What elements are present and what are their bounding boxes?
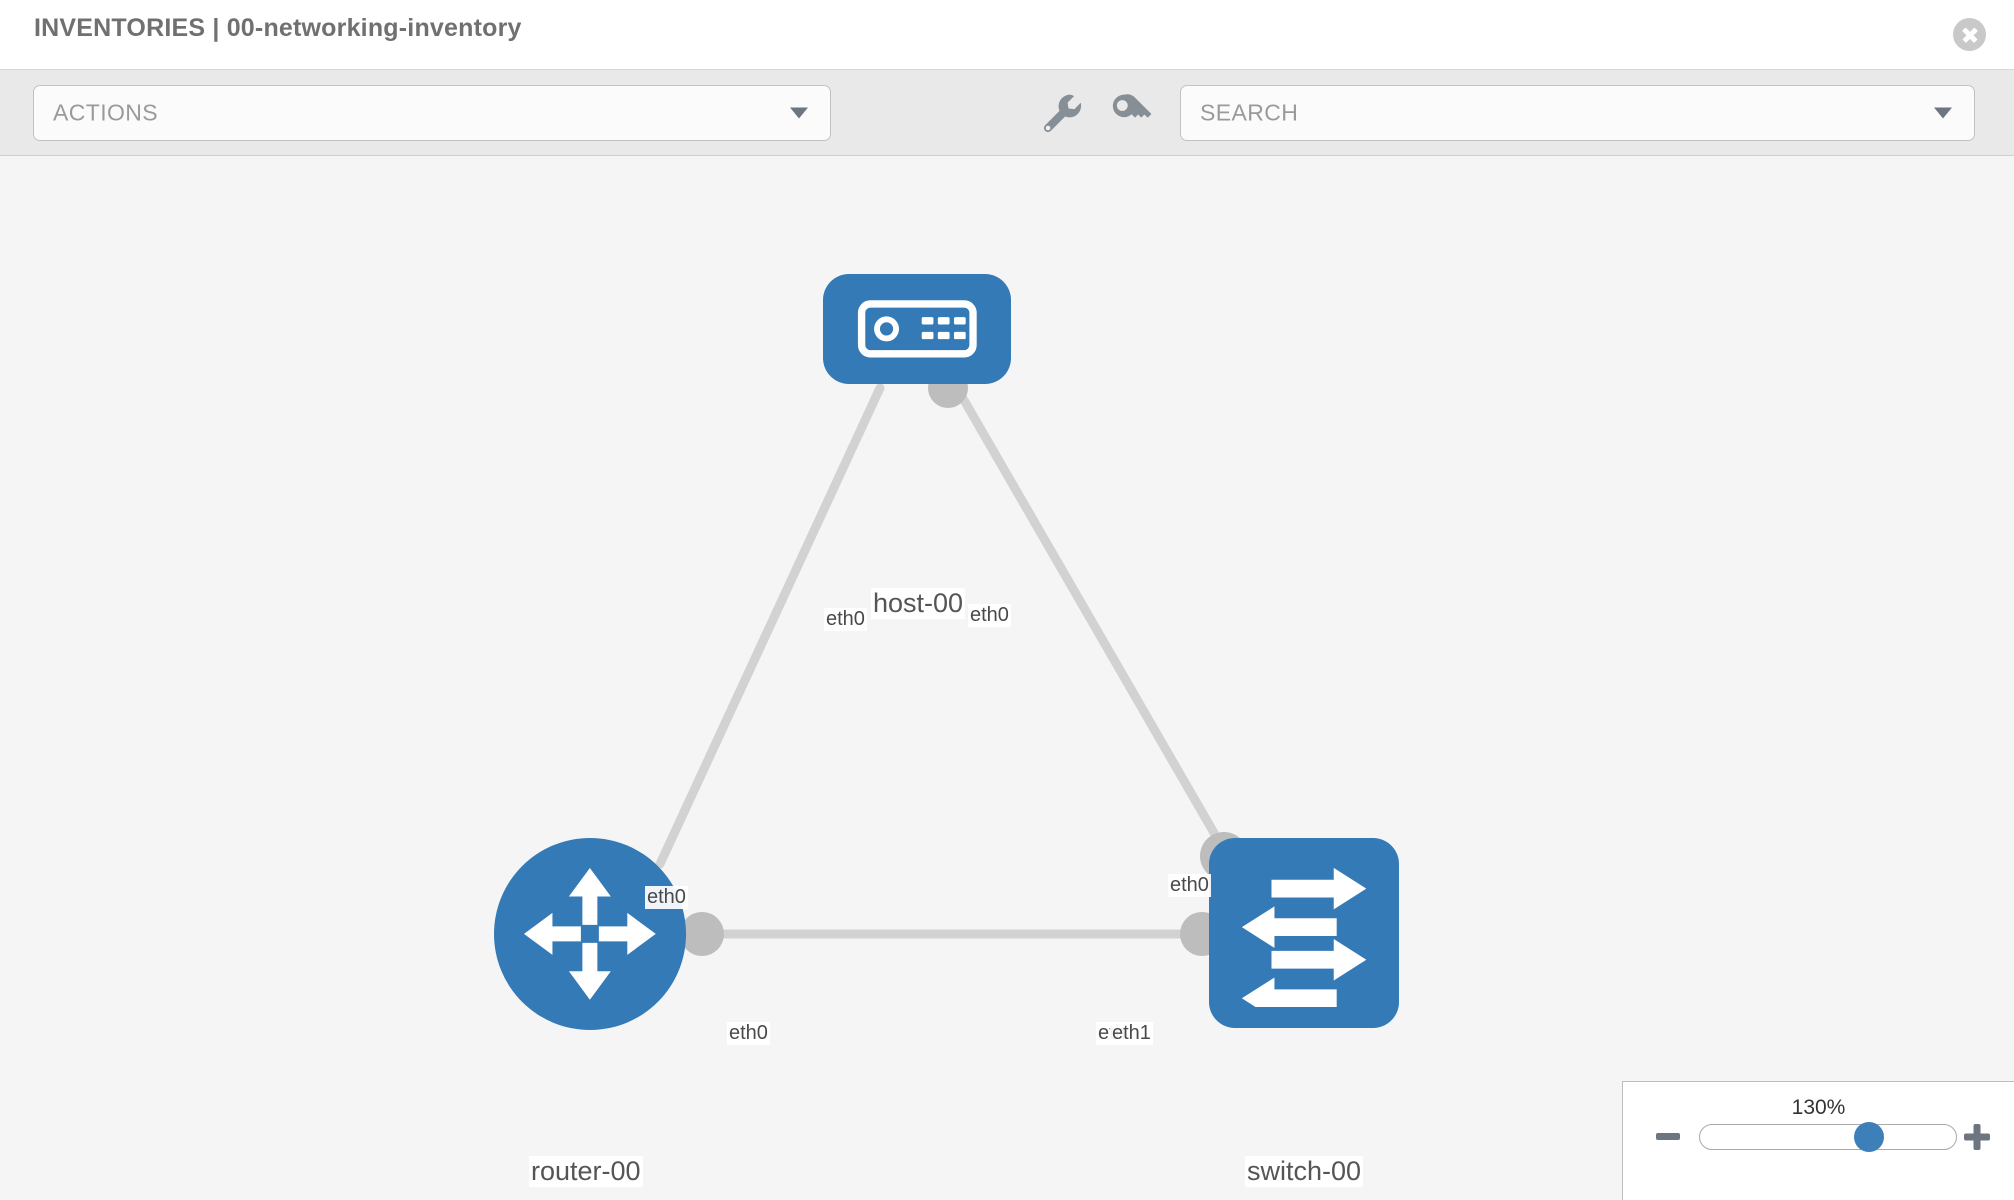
zoom-slider-handle[interactable] — [1853, 1122, 1884, 1152]
zoom-out-button[interactable] — [1656, 1133, 1680, 1140]
zoom-level-label: 130% — [1791, 1096, 1846, 1119]
actions-dropdown-label: ACTIONS — [53, 99, 159, 126]
server-icon — [857, 300, 977, 358]
close-icon[interactable] — [1953, 18, 1986, 51]
router-icon — [524, 868, 656, 1000]
plus-icon-vertical — [1973, 1124, 1981, 1150]
node-switch-00[interactable] — [1209, 838, 1399, 1028]
chevron-down-icon — [790, 107, 808, 119]
page-header: INVENTORIES | 00-networking-inventory — [0, 0, 2014, 70]
actions-dropdown[interactable]: ACTIONS — [33, 85, 831, 141]
zoom-in-button[interactable] — [1963, 1123, 1991, 1151]
zoom-slider[interactable] — [1699, 1122, 1957, 1152]
port-router-eth0[interactable] — [680, 912, 724, 956]
key-icon[interactable] — [1105, 88, 1155, 138]
search-input[interactable]: SEARCH — [1180, 85, 1975, 141]
switch-icon — [1241, 867, 1367, 1008]
page-title: INVENTORIES | 00-networking-inventory — [34, 14, 522, 42]
node-router-00[interactable] — [494, 838, 686, 1030]
wrench-icon[interactable] — [1037, 88, 1087, 138]
toolbar: ACTIONS SEARCH — [0, 70, 2014, 156]
chevron-down-icon — [1934, 107, 1952, 119]
zoom-control-panel: 130% — [1622, 1081, 2014, 1200]
node-host-00[interactable] — [823, 274, 1011, 384]
edge-host-switch — [952, 383, 1237, 869]
topology-canvas[interactable]: host-00 router-00 switch-00 eth0 eth0 et… — [0, 156, 2014, 1200]
topology-edges — [655, 383, 1237, 939]
edge-host-router — [655, 383, 885, 869]
search-placeholder: SEARCH — [1200, 99, 1299, 126]
